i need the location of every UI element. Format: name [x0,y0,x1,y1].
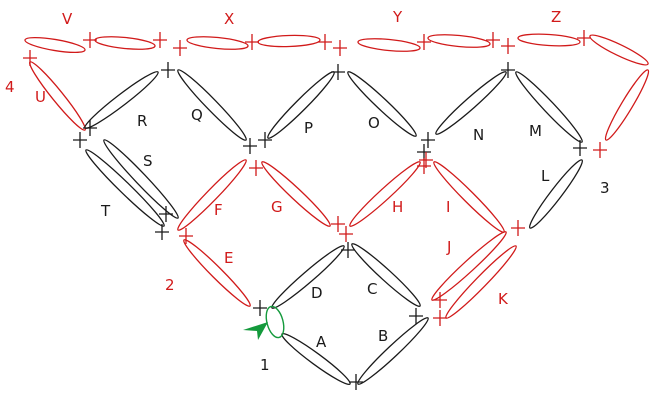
label-D: D [311,284,323,302]
chain-loop [445,245,517,319]
label-U: U [35,88,46,106]
label-O: O [368,114,380,132]
stitch-mark [179,228,193,244]
stitch-mark [153,32,167,48]
chain-loop [94,36,156,50]
chain-loop [24,36,86,54]
stitch-mark [331,216,345,232]
chain-loop [427,34,491,48]
chain-loop [435,71,507,135]
label-M: M [529,122,542,140]
stitch-mark [501,62,515,78]
label-R: R [137,112,147,130]
stitch-mark [318,34,332,50]
stitch-mark [243,138,257,154]
stitch-mark [573,140,587,156]
label-V: V [62,10,73,28]
label-L: L [541,167,550,185]
label-K: K [498,290,509,308]
chain-loop [431,231,507,301]
stitch-mark [409,308,423,324]
stitch-mark [23,50,37,66]
stitch-mark [253,300,267,316]
stitch-mark [245,34,259,50]
chain-loop [515,71,583,143]
stitch-mark [331,64,345,80]
chain-loop [84,71,159,129]
chain-loop [349,161,421,227]
stitch-mark [577,30,591,46]
chain-loop [589,34,649,66]
stitch-mark [73,132,87,148]
chain-loop [351,243,421,307]
label-F: F [214,201,223,219]
chain-loop [357,317,429,385]
label-1: 1 [260,356,270,374]
chain-loop [186,36,249,50]
label-S: S [143,152,153,170]
stitch-mark [433,310,447,326]
chain-loop [85,149,165,227]
stitch-mark [159,206,173,222]
stitch-mark [349,374,363,390]
chain-loop [433,161,505,233]
label-P: P [304,119,313,137]
start-loop-marker [265,305,285,339]
chain-loop [103,139,179,219]
stitch-mark [417,144,431,160]
label-4: 4 [5,78,15,96]
label-Q: Q [191,106,203,124]
stitch-mark [161,62,175,78]
label-N: N [473,126,484,144]
stitch-mark [433,292,447,308]
chain-loop [517,33,581,47]
stitch-mark [417,158,431,174]
label-Z: Z [551,8,561,26]
stitch-mark [593,142,607,158]
stitch-mark [249,160,263,176]
chain-loop [177,69,247,141]
label-T: T [100,202,111,220]
label-J: J [446,238,451,256]
label-G: G [271,198,283,216]
label-E: E [224,249,233,267]
stitch-mark [173,40,187,56]
stitch-mark [511,220,525,236]
label-Y: Y [392,8,403,26]
stitch-mark [83,120,97,136]
stitch-mark [486,32,500,48]
stitch-mark [339,226,353,242]
stitch-mark [333,40,347,56]
chain-loop [257,34,321,48]
stitch-mark [417,34,431,50]
label-C: C [367,280,377,298]
chain-loop [347,71,417,137]
chain-loop [271,245,345,309]
label-H: H [392,198,403,216]
stitch-mark [258,132,272,148]
chain-loop [261,161,331,227]
stitch-mark [83,32,97,48]
label-3: 3 [600,179,610,197]
label-I: I [446,198,450,216]
stitch-mark [155,224,169,240]
stitch-mark [341,242,355,258]
label-X: X [224,10,234,28]
chain-loop [604,69,650,141]
stitch-mark [421,132,435,148]
chain-loop [177,159,247,231]
chain-loop [267,71,335,139]
label-2: 2 [165,276,175,294]
label-B: B [378,327,388,345]
label-A: A [316,333,327,351]
chain-loop [528,159,584,229]
stitch-mark [501,38,515,54]
start-arrow-icon [243,322,268,340]
chain-loop [357,38,421,52]
stitch-mark [419,152,433,168]
chain-loop [183,239,251,307]
